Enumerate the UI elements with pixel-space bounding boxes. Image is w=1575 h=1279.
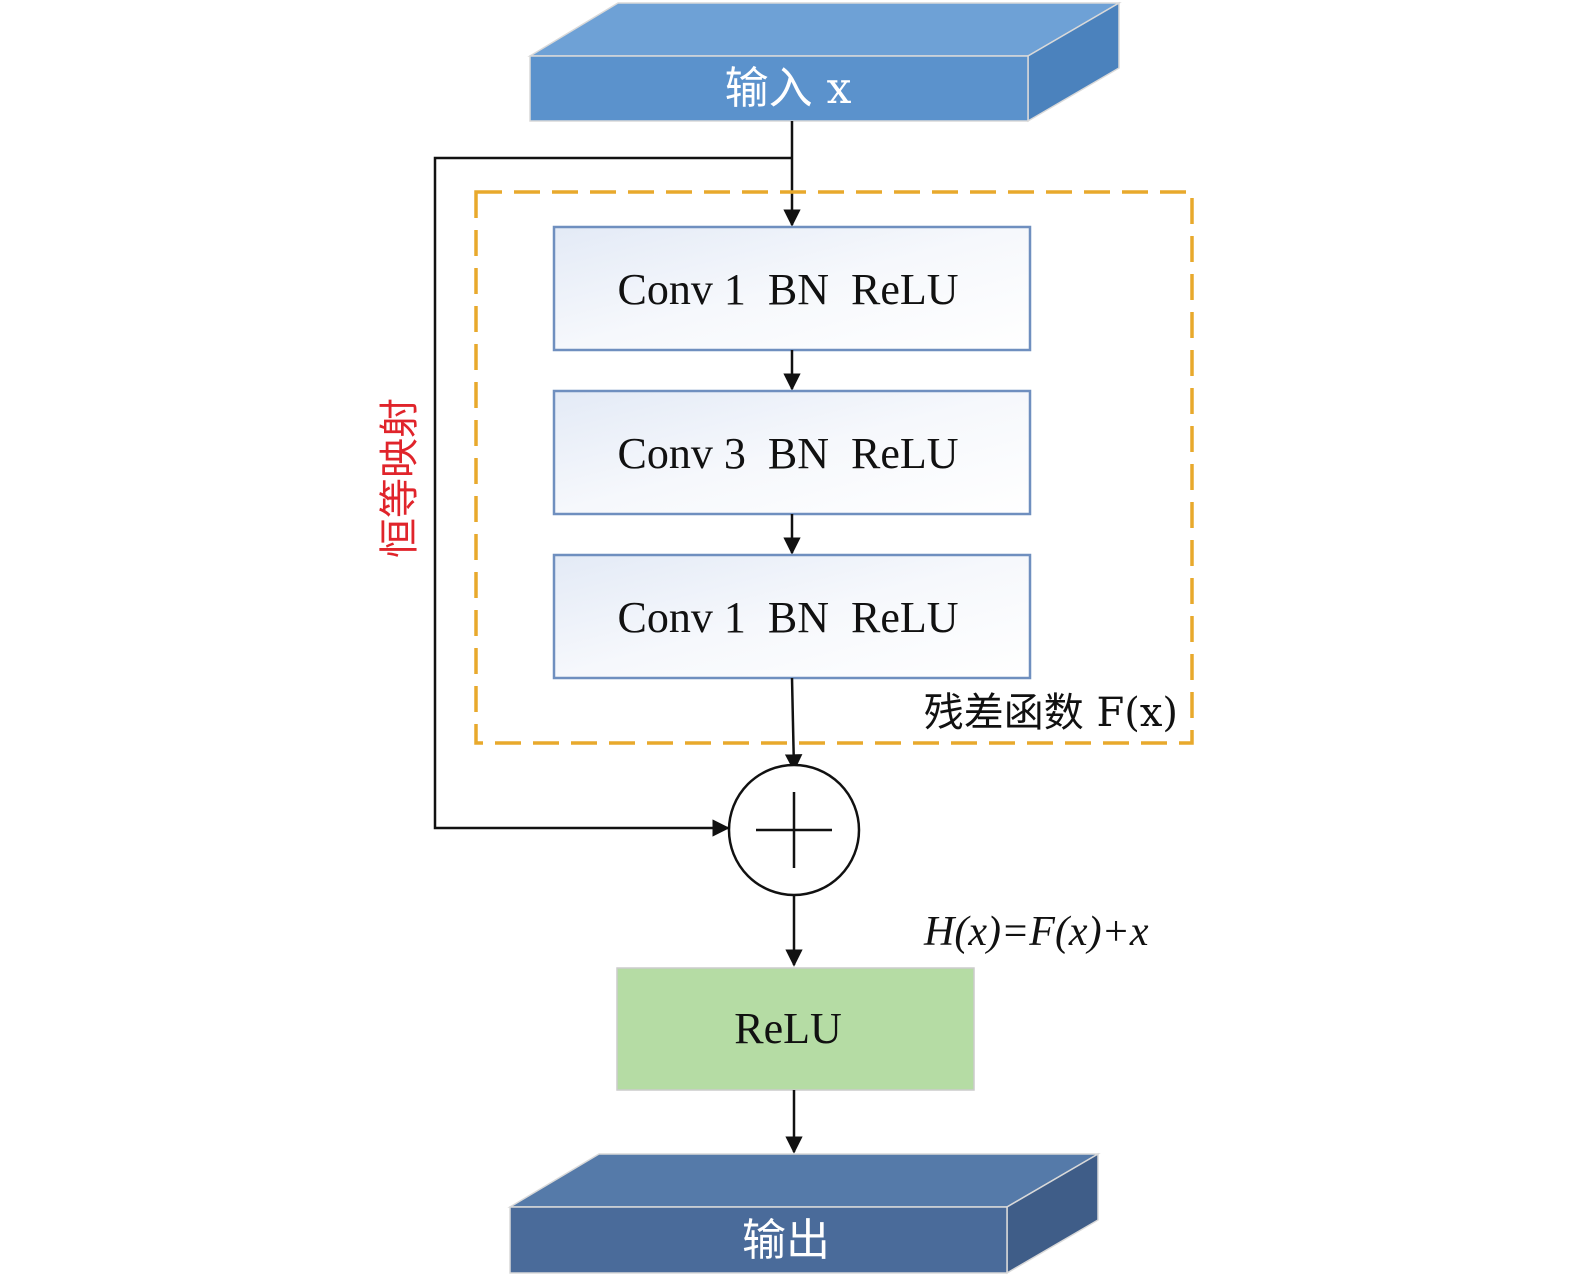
residual-block-2-label: Conv 3 BN ReLU xyxy=(618,429,959,478)
output-label: 输出 xyxy=(742,1215,830,1266)
output-slab-top xyxy=(507,1153,1101,1208)
residual-function-label: 残差函数 F(x) xyxy=(924,690,1178,736)
sum-node xyxy=(727,763,861,897)
relu-activation-block: ReLU xyxy=(616,967,975,1091)
input-label: 输入 x xyxy=(725,63,852,114)
identity-mapping-label: 恒等映射 xyxy=(377,398,423,558)
residual-block-3: Conv 1 BN ReLU xyxy=(552,553,1032,680)
input-slab-front xyxy=(529,55,1029,122)
residual-block-1: Conv 1 BN ReLU xyxy=(552,225,1032,352)
output-slab: 输出 xyxy=(507,1152,1101,1275)
relu-activation-label: ReLU xyxy=(734,1004,842,1053)
residual-block-2: Conv 3 BN ReLU xyxy=(552,389,1032,516)
residual-function-frame xyxy=(474,190,1194,745)
residual-block-3-box xyxy=(552,553,1032,680)
residual-block-3-label: Conv 1 BN ReLU xyxy=(618,593,959,642)
input-slab: 输入 x xyxy=(527,1,1122,123)
identity-skip-connection xyxy=(433,156,792,837)
arrow-block3-to-sum xyxy=(784,677,803,772)
output-slab-front xyxy=(509,1206,1008,1274)
relu-activation-box xyxy=(616,967,975,1091)
input-slab-top xyxy=(527,2,1122,57)
formula-label: H(x)=F(x)+x xyxy=(923,909,1149,955)
residual-block-2-box xyxy=(552,389,1032,516)
residual-block-1-label: Conv 1 BN ReLU xyxy=(618,265,959,314)
